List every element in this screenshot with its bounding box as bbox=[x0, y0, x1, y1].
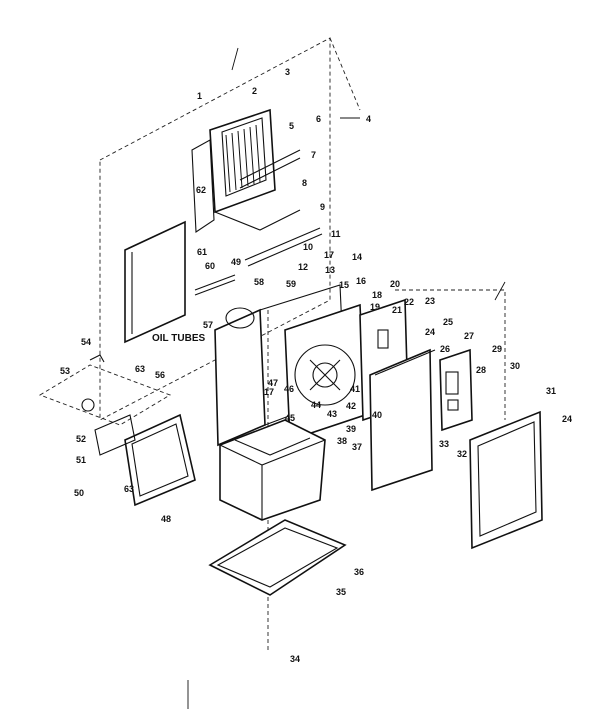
leader-lines bbox=[187, 47, 506, 709]
callout-62: 62 bbox=[196, 185, 206, 195]
callout-61: 61 bbox=[197, 247, 207, 257]
callout-labels: 1 2 3 4 5 6 7 8 9 10 11 12 13 14 15 16 1… bbox=[60, 67, 572, 664]
callout-7: 7 bbox=[311, 150, 316, 160]
callout-56: 56 bbox=[155, 370, 165, 380]
water-bucket bbox=[219, 419, 326, 521]
callout-41: 41 bbox=[350, 384, 360, 394]
callout-50: 50 bbox=[74, 488, 84, 498]
callout-63b: 63 bbox=[124, 484, 134, 494]
callout-45: 45 bbox=[285, 413, 295, 423]
callout-54: 54 bbox=[81, 337, 91, 347]
callout-20: 20 bbox=[390, 279, 400, 289]
callout-12: 12 bbox=[298, 262, 308, 272]
callout-27: 27 bbox=[464, 331, 474, 341]
callout-33: 33 bbox=[439, 439, 449, 449]
callout-4: 4 bbox=[366, 114, 371, 124]
callout-58: 58 bbox=[254, 277, 264, 287]
callout-42: 42 bbox=[346, 401, 356, 411]
callout-34: 34 bbox=[290, 654, 300, 664]
callout-5: 5 bbox=[289, 121, 294, 131]
callout-44: 44 bbox=[311, 400, 321, 410]
callout-14: 14 bbox=[352, 252, 362, 262]
callout-40: 40 bbox=[372, 410, 382, 420]
callout-43: 43 bbox=[327, 409, 337, 419]
callout-24: 24 bbox=[425, 327, 435, 337]
cabinet-side bbox=[214, 284, 346, 447]
callout-17b: 17 bbox=[264, 387, 274, 397]
callout-18: 18 bbox=[372, 290, 382, 300]
callout-31: 31 bbox=[546, 386, 556, 396]
callout-38: 38 bbox=[337, 436, 347, 446]
front-grille-panel bbox=[191, 108, 301, 233]
callout-9: 9 bbox=[320, 202, 325, 212]
callout-49: 49 bbox=[231, 257, 241, 267]
side-filter-panel bbox=[124, 220, 186, 344]
callout-24b: 24 bbox=[562, 414, 572, 424]
callout-36: 36 bbox=[354, 567, 364, 577]
callout-11: 11 bbox=[331, 229, 341, 239]
callout-15: 15 bbox=[339, 280, 349, 290]
callout-23: 23 bbox=[425, 296, 435, 306]
filter-frame bbox=[124, 413, 196, 507]
callout-22: 22 bbox=[404, 297, 414, 307]
callout-53: 53 bbox=[60, 366, 70, 376]
callout-52: 52 bbox=[76, 434, 86, 444]
callout-19: 19 bbox=[370, 302, 380, 312]
callout-25: 25 bbox=[443, 317, 453, 327]
callout-8: 8 bbox=[302, 178, 307, 188]
callout-17: 17 bbox=[324, 250, 334, 260]
callout-16: 16 bbox=[356, 276, 366, 286]
callout-3: 3 bbox=[285, 67, 290, 77]
callout-63: 63 bbox=[135, 364, 145, 374]
callout-48: 48 bbox=[161, 514, 171, 524]
base-pan bbox=[208, 519, 347, 596]
callout-51: 51 bbox=[76, 455, 86, 465]
fan-housing bbox=[284, 303, 366, 442]
callout-30: 30 bbox=[510, 361, 520, 371]
rods bbox=[194, 227, 323, 296]
callout-26: 26 bbox=[440, 344, 450, 354]
callout-60: 60 bbox=[205, 261, 215, 271]
control-panel bbox=[369, 348, 436, 492]
switch-plate bbox=[439, 348, 473, 432]
callout-57: 57 bbox=[203, 320, 213, 330]
oil-tubes-label: OIL TUBES bbox=[152, 333, 205, 344]
callout-46: 46 bbox=[284, 384, 294, 394]
rear-panel bbox=[469, 410, 543, 550]
callout-47: 47 bbox=[268, 378, 278, 388]
callout-13: 13 bbox=[325, 265, 335, 275]
small-parts bbox=[81, 354, 136, 456]
callout-32: 32 bbox=[457, 449, 467, 459]
callout-28: 28 bbox=[476, 365, 486, 375]
callout-2: 2 bbox=[252, 86, 257, 96]
callout-6: 6 bbox=[316, 114, 321, 124]
callout-1: 1 bbox=[197, 91, 202, 101]
callout-37: 37 bbox=[352, 442, 362, 452]
callout-10: 10 bbox=[303, 242, 313, 252]
callout-35: 35 bbox=[336, 587, 346, 597]
callout-39: 39 bbox=[346, 424, 356, 434]
callout-59: 59 bbox=[286, 279, 296, 289]
callout-29: 29 bbox=[492, 344, 502, 354]
callout-21: 21 bbox=[392, 305, 402, 315]
